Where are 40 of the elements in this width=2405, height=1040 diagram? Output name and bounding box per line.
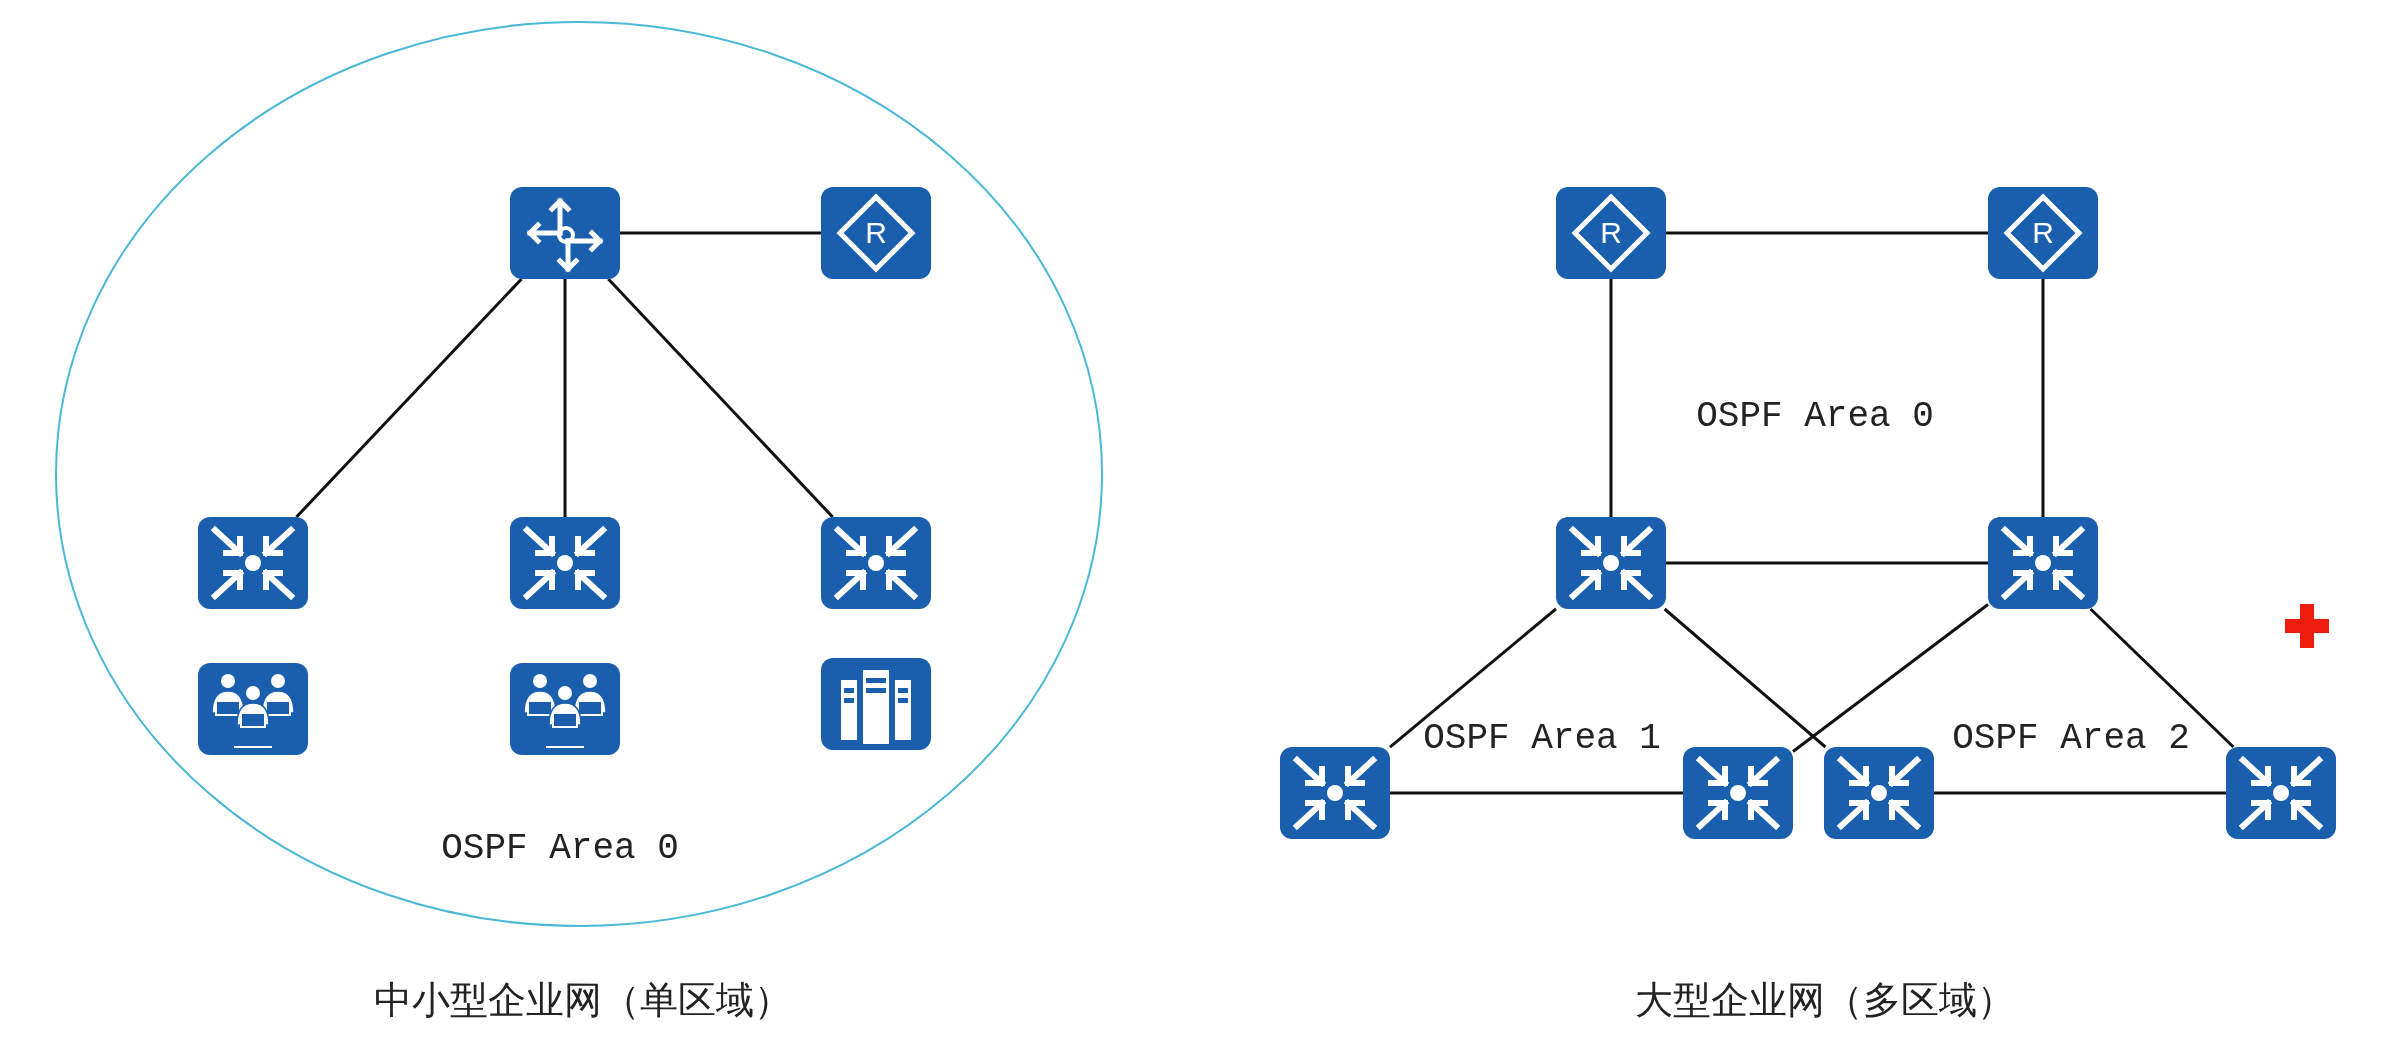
network-link [620,231,821,235]
switch-icon [1683,747,1793,839]
router-icon [1556,187,1666,279]
server-icon [821,658,931,750]
network-link [1666,561,1988,565]
users-icon [198,663,308,755]
switch-icon [821,517,931,609]
area-label: OSPF Area 0 [441,828,679,869]
users-icon [510,663,620,755]
caption: 大型企业网（多区域） [1635,976,2015,1024]
network-link [2041,279,2045,517]
router-letter: R [1600,218,1622,248]
layer3-switch-icon [510,187,620,279]
network-link [1934,791,2226,795]
router-letter: R [2032,218,2054,248]
area-label: OSPF Area 1 [1423,717,1661,759]
router-icon [1988,187,2098,279]
switch-icon [1280,747,1390,839]
network-link [1390,791,1683,795]
switch-icon [198,517,308,609]
network-link [607,277,834,519]
switch-icon [1556,517,1666,609]
router-letter: R [865,218,887,248]
switch-icon [2226,747,2336,839]
caption: 中小型企业网（单区域） [374,976,792,1024]
switch-icon [510,517,620,609]
network-link [1389,607,1557,749]
network-link [1666,231,1988,235]
switch-icon [1988,517,2098,609]
network-link [1663,607,1827,749]
router-icon [821,187,931,279]
switch-icon [1824,747,1934,839]
network-link [1609,279,1613,517]
area-label: OSPF Area 2 [1952,717,2190,759]
network-link [1792,603,1989,753]
network-link [295,277,523,519]
ospf-area-ellipse [54,20,1104,928]
area-label: OSPF Area 0 [1696,395,1934,437]
network-link [563,279,567,517]
network-link [2089,607,2235,749]
